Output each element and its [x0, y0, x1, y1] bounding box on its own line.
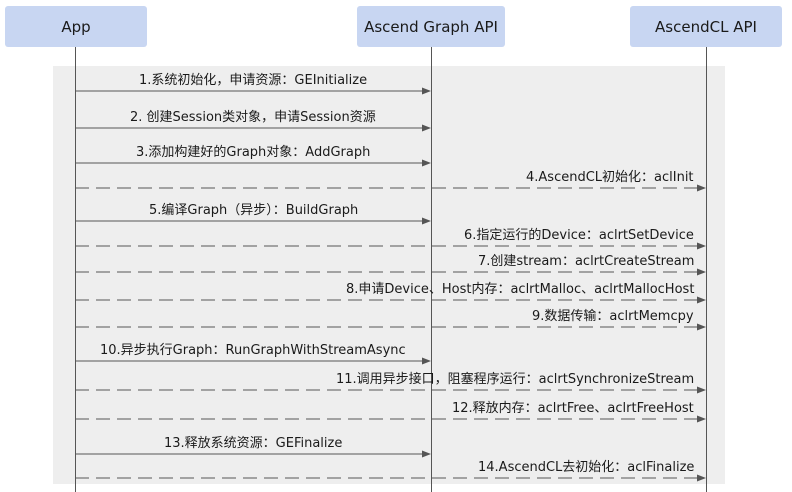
message-label-12: 12.释放内存：aclrtFree、aclrtFreeHost	[452, 401, 694, 416]
message-label-6: 6.指定运行的Device：aclrtSetDevice	[464, 228, 694, 243]
actor-ascend-graph-api: Ascend Graph API	[357, 6, 505, 47]
message-label-1: 1.系统初始化，申请资源：GEInitialize	[139, 73, 368, 88]
actor-app: App	[5, 6, 147, 47]
lifeline-ascend-graph-api	[431, 47, 432, 492]
message-label-5: 5.编译Graph（异步）：BuildGraph	[149, 203, 359, 218]
arrowhead-13	[422, 450, 431, 458]
arrowhead-11	[697, 386, 706, 394]
arrowhead-6	[697, 242, 706, 250]
message-label-13: 13.释放系统资源：GEFinalize	[164, 436, 343, 451]
actor-ascend-graph-api-label: Ascend Graph API	[364, 17, 498, 36]
arrowhead-10	[422, 357, 431, 365]
message-label-14: 14.AscendCL去初始化：aclFinalize	[478, 460, 695, 475]
arrowhead-2	[422, 124, 431, 132]
actor-ascendcl-api: AscendCL API	[630, 6, 782, 47]
message-label-8: 8.申请Device、Host内存：aclrtMalloc、aclrtMallo…	[346, 282, 695, 297]
lifeline-ascendcl-api	[706, 47, 707, 492]
message-label-10: 10.异步执行Graph：RunGraphWithStreamAsync	[100, 343, 406, 358]
arrowhead-1	[422, 87, 431, 95]
arrowhead-14	[697, 474, 706, 482]
arrowhead-12	[697, 415, 706, 423]
arrowhead-3	[422, 159, 431, 167]
arrowhead-8	[697, 296, 706, 304]
arrowhead-7	[697, 268, 706, 276]
arrowhead-9	[697, 323, 706, 331]
message-label-7: 7.创建stream：aclrtCreateStream	[478, 254, 695, 269]
actor-ascendcl-api-label: AscendCL API	[655, 17, 757, 36]
arrowhead-5	[422, 217, 431, 225]
diagram-background	[53, 66, 725, 484]
actor-app-label: App	[61, 17, 91, 36]
message-label-4: 4.AscendCL初始化：aclInit	[526, 170, 694, 185]
message-label-11: 11.调用异步接口，阻塞程序运行：aclrtSynchronizeStream	[336, 372, 695, 387]
arrowhead-4	[697, 184, 706, 192]
message-label-3: 3.添加构建好的Graph对象：AddGraph	[136, 145, 371, 160]
message-label-9: 9.数据传输：aclrtMemcpy	[532, 309, 694, 324]
message-label-2: 2. 创建Session类对象，申请Session资源	[130, 110, 376, 125]
lifeline-app	[75, 47, 76, 492]
